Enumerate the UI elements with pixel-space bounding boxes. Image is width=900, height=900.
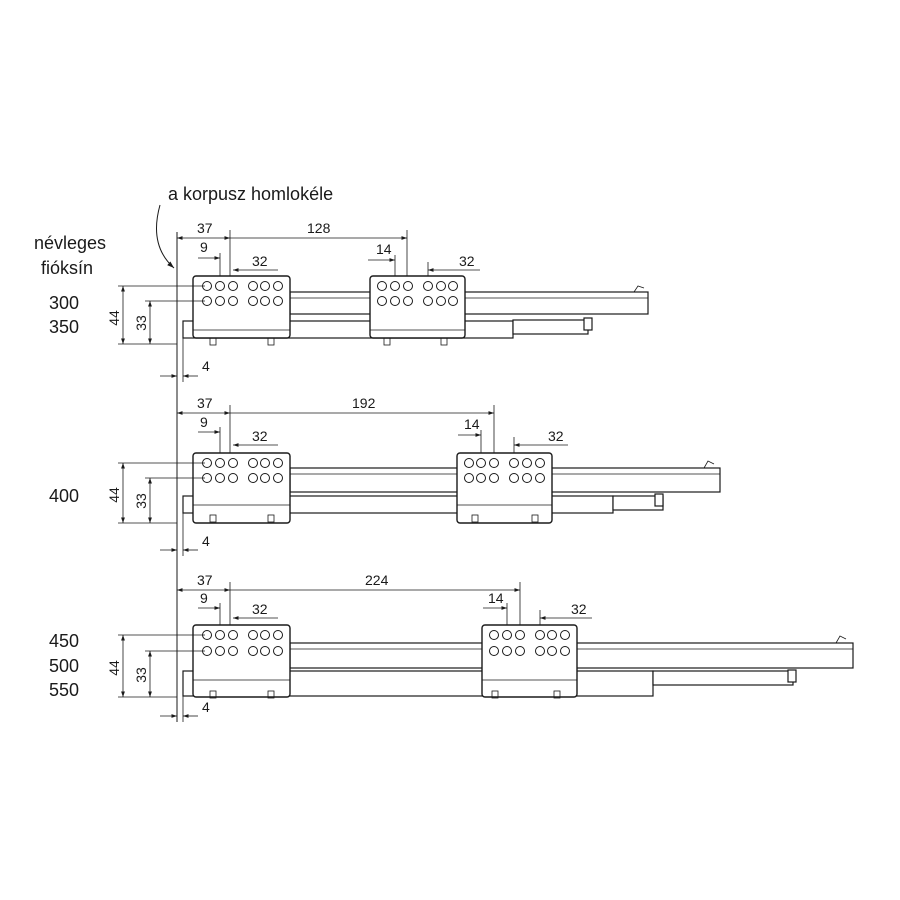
length-300: 300 xyxy=(49,293,79,313)
dim-32b: 32 xyxy=(548,428,564,444)
length-500: 500 xyxy=(49,656,79,676)
dim-37: 37 xyxy=(197,572,213,588)
dim-4: 4 xyxy=(202,699,210,715)
dim-33: 33 xyxy=(133,493,149,509)
length-450: 450 xyxy=(49,631,79,651)
dim-4: 4 xyxy=(202,533,210,549)
dim-32b: 32 xyxy=(459,253,475,269)
hole-pattern-front xyxy=(202,281,283,306)
hole-pattern-rear xyxy=(377,281,458,306)
dim-9: 9 xyxy=(200,239,208,255)
dim-32a: 32 xyxy=(252,253,268,269)
nominal-label-line2: fióksín xyxy=(41,258,93,278)
dim-spacing: 192 xyxy=(352,395,376,411)
hole-pattern-front xyxy=(202,458,283,483)
dim-37: 37 xyxy=(197,395,213,411)
front-edge-leader xyxy=(156,204,175,269)
front-edge-label: a korpusz homlokéle xyxy=(168,184,333,204)
hole-pattern-rear xyxy=(489,630,570,656)
slide-row-2: 400 37 192 9 32 14 32 xyxy=(49,395,721,556)
length-550: 550 xyxy=(49,680,79,700)
dim-spacing: 128 xyxy=(307,220,331,236)
dim-44: 44 xyxy=(106,310,122,326)
dim-14: 14 xyxy=(464,416,480,432)
dim-32b: 32 xyxy=(571,601,587,617)
dim-14: 14 xyxy=(376,241,392,257)
dim-32a: 32 xyxy=(252,428,268,444)
dim-9: 9 xyxy=(200,414,208,430)
length-350: 350 xyxy=(49,317,79,337)
dim-44: 44 xyxy=(106,660,122,676)
dim-14: 14 xyxy=(488,590,504,606)
dim-32a: 32 xyxy=(252,601,268,617)
dim-37: 37 xyxy=(197,220,213,236)
dim-44: 44 xyxy=(106,487,122,503)
dim-9: 9 xyxy=(200,590,208,606)
slide-row-3: 450 500 550 37 224 9 32 14 32 xyxy=(49,572,854,722)
hole-pattern-front xyxy=(202,630,283,656)
length-400: 400 xyxy=(49,486,79,506)
dim-spacing: 224 xyxy=(365,572,389,588)
dim-33: 33 xyxy=(133,667,149,683)
slide-row-1: 300 350 37 128 9 32 14 32 xyxy=(49,220,649,382)
nominal-label-line1: névleges xyxy=(34,233,106,253)
hole-pattern-rear xyxy=(464,458,545,483)
dim-4: 4 xyxy=(202,358,210,374)
dim-33: 33 xyxy=(133,315,149,331)
